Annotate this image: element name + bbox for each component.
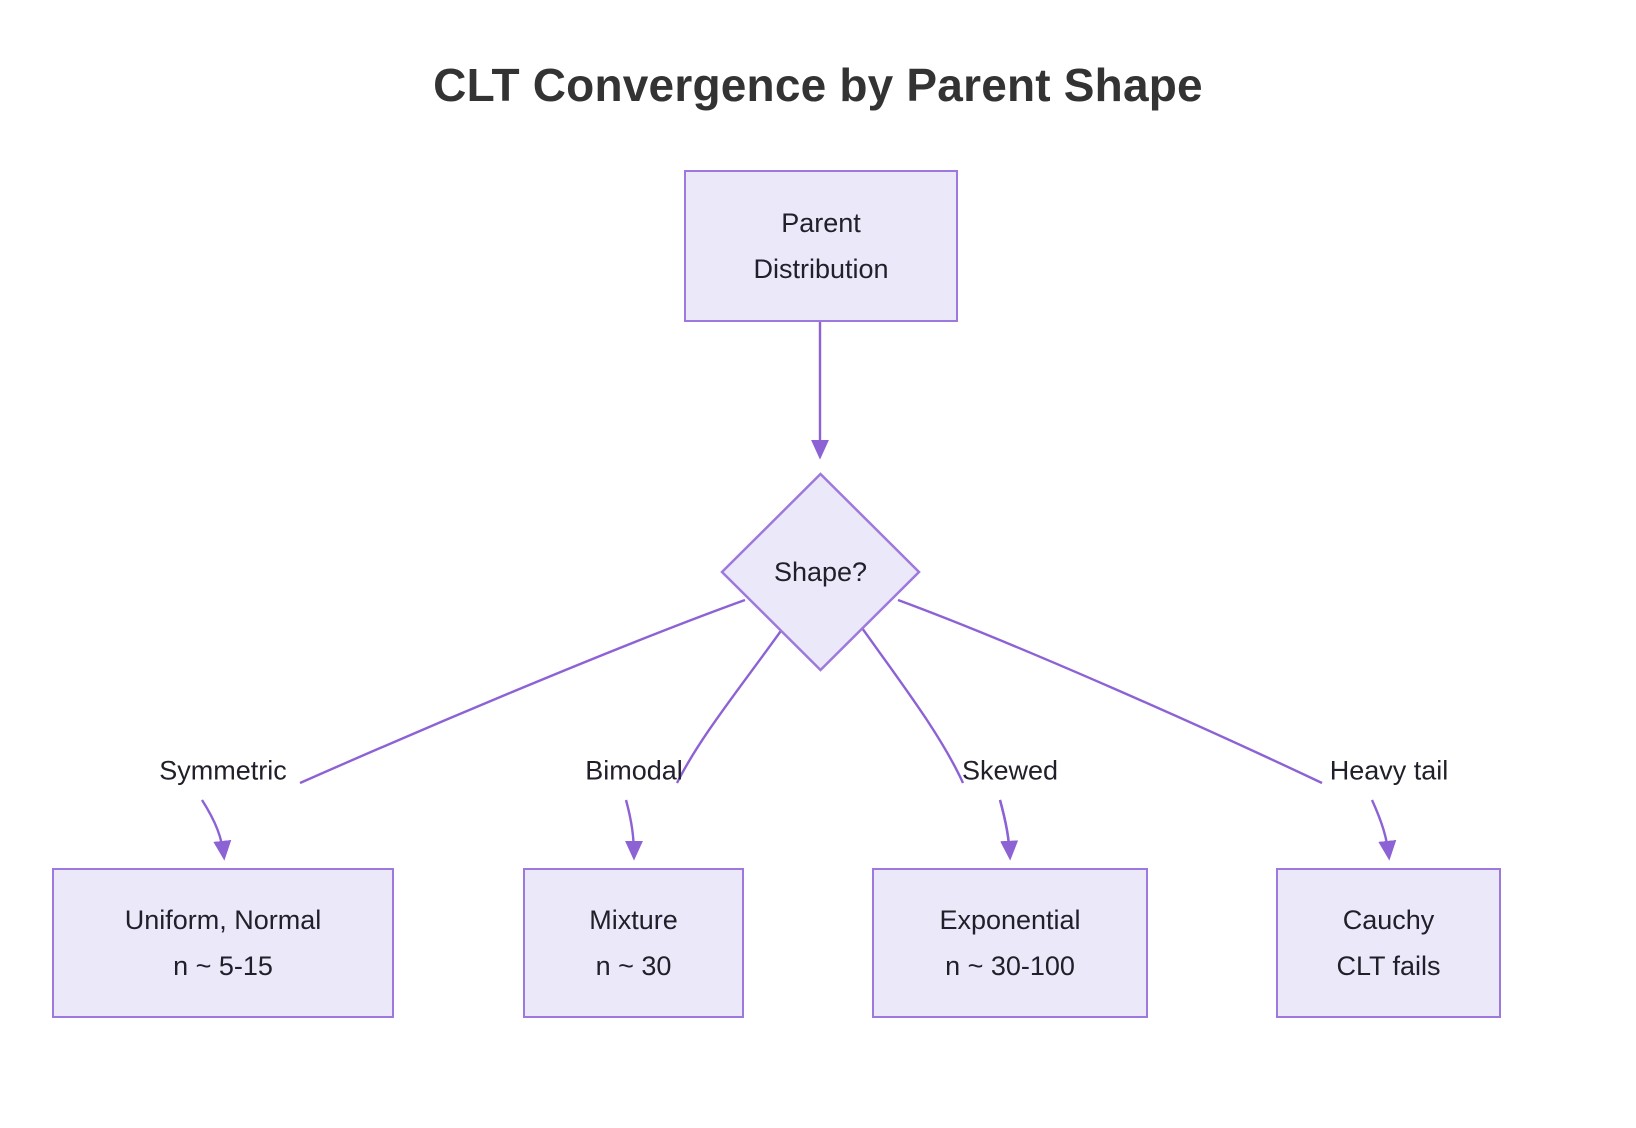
node-leaf-skewed-line-2: n ~ 30-100 (945, 951, 1075, 981)
node-leaf-symmetric-line-2: n ~ 5-15 (173, 951, 273, 981)
edge-skewed-to-leaf (998, 799, 1012, 858)
node-parent-distribution[interactable]: Parent Distribution (684, 170, 958, 322)
node-leaf-heavy-tail-line-1: Cauchy (1342, 904, 1435, 935)
edge-label-bimodal: Bimodal (585, 755, 683, 786)
edge-skewed-arrow (998, 799, 1019, 861)
node-decision-label: Shape? (773, 556, 868, 587)
node-leaf-heavy-tail-line-2: CLT fails (1336, 951, 1441, 981)
edge-symmetric-to-leaf (200, 799, 232, 861)
node-parent-line-1: Parent (781, 207, 861, 238)
node-leaf-bimodal-line-1: Mixture (589, 904, 678, 935)
node-leaf-skewed[interactable]: Exponential n ~ 30-100 (872, 868, 1148, 1018)
page-title: CLT Convergence by Parent Shape (433, 59, 1203, 111)
diamond-outline-icon (720, 472, 921, 672)
node-leaf-heavy-tail[interactable]: Cauchy CLT fails (1276, 868, 1501, 1018)
node-leaf-symmetric[interactable]: Uniform, Normal n ~ 5-15 (52, 868, 394, 1018)
node-leaf-bimodal-line-2: n ~ 30 (595, 951, 672, 981)
edge-heavytail-to-leaf (1370, 799, 1397, 861)
edge-label-heavy-tail: Heavy tail (1329, 755, 1449, 786)
node-leaf-symmetric-line-1: Uniform, Normal (124, 904, 322, 935)
node-leaf-skewed-line-1: Exponential (939, 904, 1081, 935)
edge-label-skewed: Skewed (961, 755, 1059, 786)
node-parent-line-2: Distribution (753, 254, 889, 284)
node-decision-shape[interactable]: Shape? (720, 472, 921, 672)
edge-label-symmetric: Symmetric (159, 755, 287, 786)
node-leaf-bimodal[interactable]: Mixture n ~ 30 (523, 868, 744, 1018)
edge-bimodal-to-leaf (624, 799, 643, 861)
